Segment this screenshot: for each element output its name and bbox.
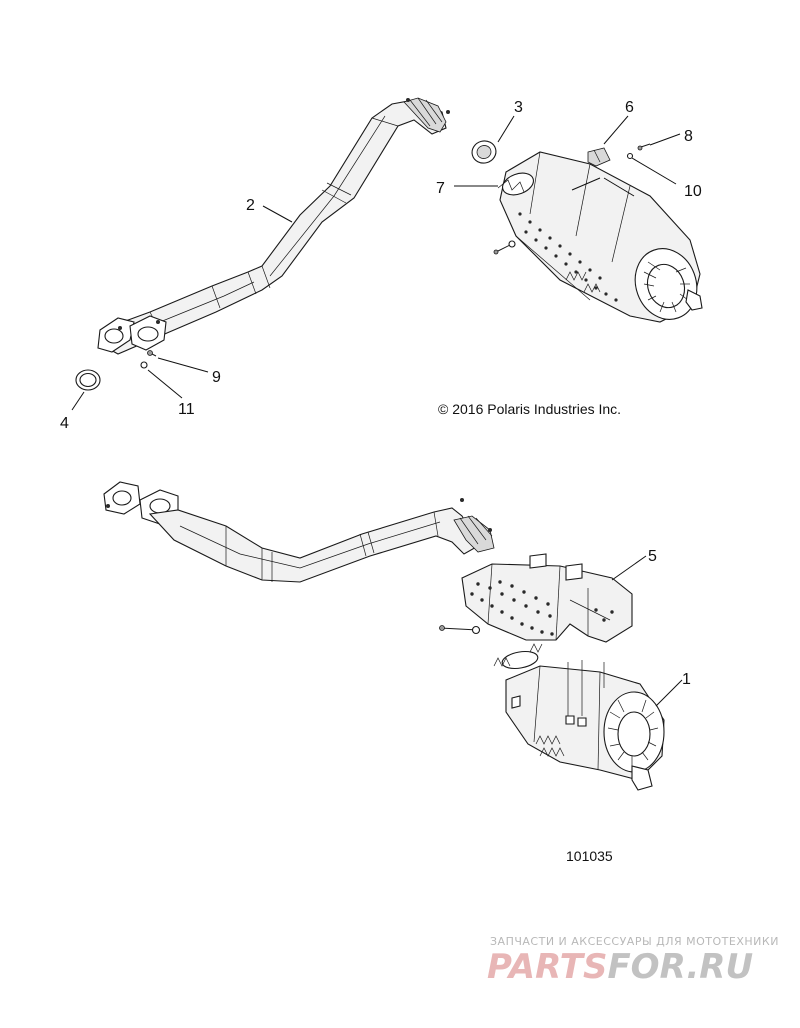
clip-6 — [587, 147, 611, 167]
muffler-top — [499, 151, 703, 323]
seal-3 — [471, 140, 497, 164]
flange-top — [97, 315, 167, 353]
nut-11 — [140, 361, 148, 369]
watermark: ЗАПЧАСТИ И АКСЕССУАРЫ ДЛЯ МОТОТЕХНИКИ PA… — [487, 935, 779, 987]
bolt-muffler-top — [493, 240, 516, 255]
callout-10: 10 — [684, 183, 702, 200]
leader-lines-top — [71, 115, 681, 411]
head-pipe-bottom — [148, 498, 495, 583]
bottom-assembly — [103, 481, 683, 791]
callout-4: 4 — [60, 415, 69, 432]
callout-6: 6 — [625, 99, 634, 116]
bolt-shield — [439, 625, 481, 635]
watermark-brand-a: PARTS — [487, 947, 607, 987]
watermark-brand-b: FOR.RU — [607, 947, 753, 987]
watermark-tagline: ЗАПЧАСТИ И АКСЕССУАРЫ ДЛЯ МОТОТЕХНИКИ — [490, 935, 779, 948]
callout-11: 11 — [178, 401, 195, 418]
gasket-4 — [75, 369, 101, 391]
callout-1: 1 — [682, 671, 691, 688]
callout-9: 9 — [212, 369, 221, 386]
clamp-bottom — [493, 643, 543, 670]
diagram-number: 101035 — [566, 848, 613, 864]
callout-2: 2 — [246, 197, 255, 214]
top-assembly — [71, 97, 703, 411]
muffler-1 — [505, 660, 665, 791]
callout-3: 3 — [514, 99, 523, 116]
callouts: 2 3 6 8 7 10 9 11 4 5 1 — [60, 99, 702, 688]
heat-shield-5 — [461, 553, 633, 643]
bolt-9 — [147, 350, 157, 357]
callout-7: 7 — [436, 180, 445, 197]
head-pipe-top — [99, 97, 450, 355]
copyright-text: © 2016 Polaris Industries Inc. — [438, 401, 621, 417]
washer-10 — [626, 152, 634, 160]
leader-lines-bottom — [611, 555, 683, 707]
clamp-7 — [497, 172, 534, 196]
screw-8 — [637, 143, 651, 151]
callout-5: 5 — [648, 548, 657, 565]
callout-8: 8 — [684, 128, 693, 145]
watermark-brand: PARTSFOR.RU — [487, 947, 753, 987]
